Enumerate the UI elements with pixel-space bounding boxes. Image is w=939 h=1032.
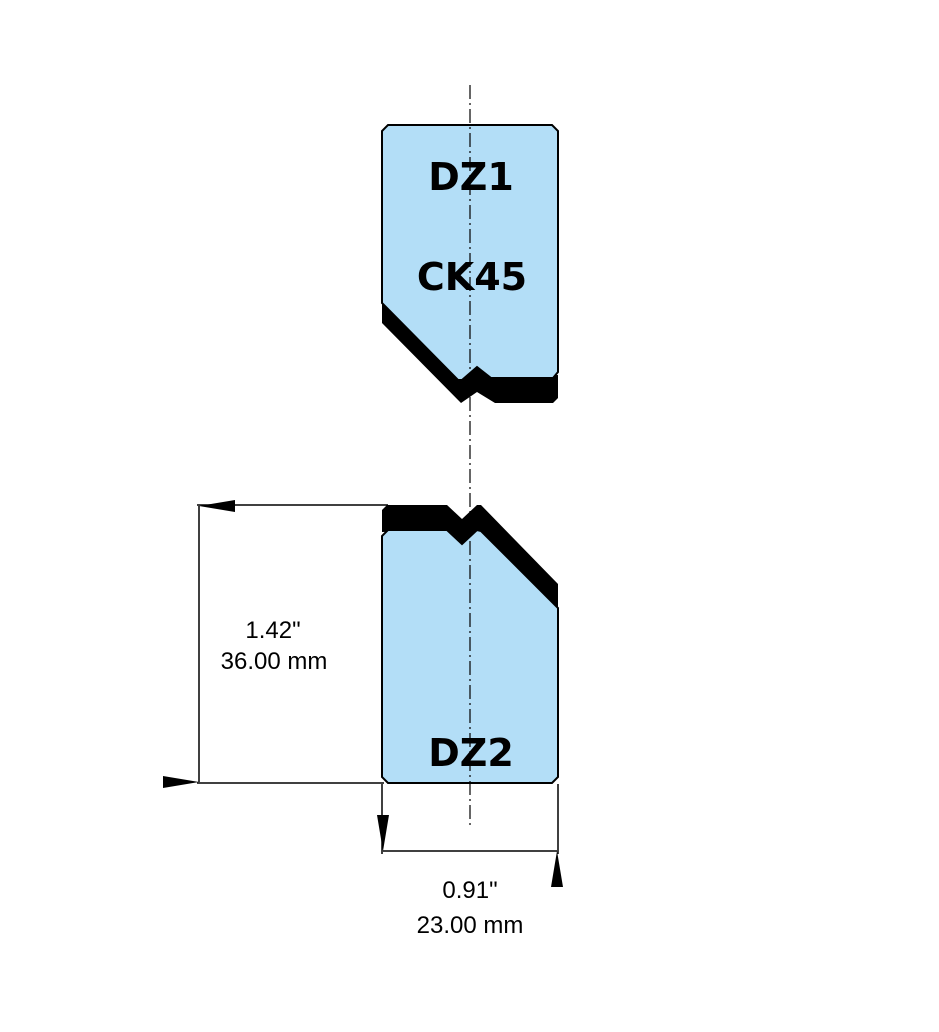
height-inches: 1.42": [245, 617, 300, 644]
height-dimension: 1.42" 36.00 mm: [163, 500, 388, 788]
upper-die-name: DZ1: [428, 155, 514, 199]
upper-die: DZ1 CK45: [381, 124, 559, 403]
upper-die-body: [381, 124, 559, 381]
width-mm: 23.00 mm: [417, 912, 524, 939]
lower-die-name: DZ2: [428, 731, 514, 775]
upper-die-material: CK45: [417, 255, 527, 299]
width-dimension: 0.91" 23.00 mm: [377, 784, 563, 939]
width-inches: 0.91": [442, 877, 497, 904]
height-mm: 36.00 mm: [221, 648, 328, 675]
